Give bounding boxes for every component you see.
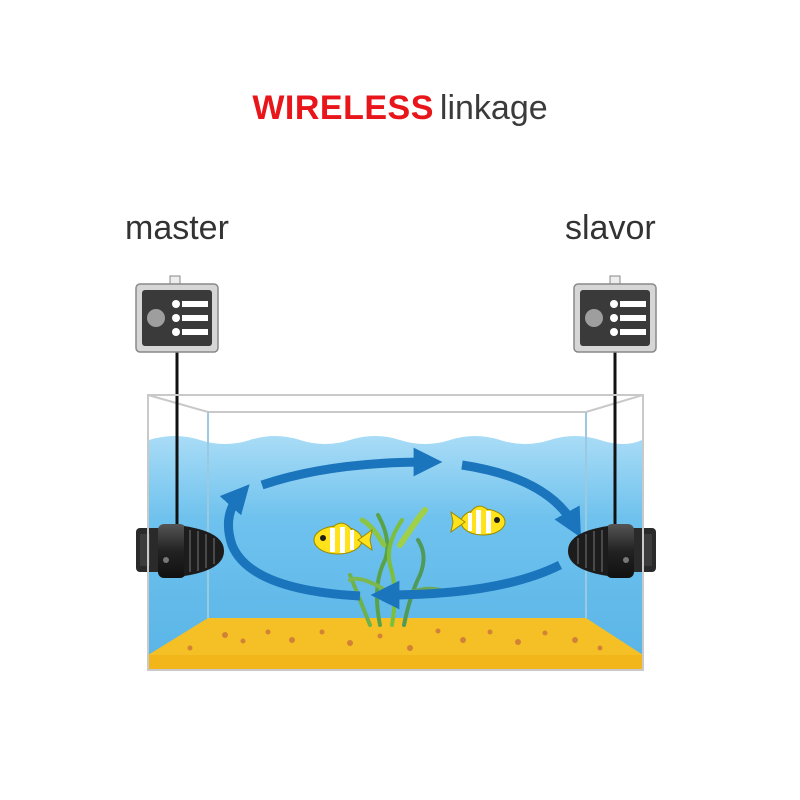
master-controller-icon xyxy=(135,275,219,353)
circular-flow-arrows-icon xyxy=(219,447,581,610)
slave-wave-pump-icon xyxy=(568,524,656,578)
fish-icon xyxy=(313,522,373,555)
flow-arrow-top-right xyxy=(461,460,581,538)
slave-controller-icon xyxy=(573,275,657,353)
water xyxy=(149,436,642,670)
flow-arrow-left xyxy=(219,484,361,601)
pebbles xyxy=(187,628,603,651)
title-highlight: WIRELESS xyxy=(252,89,434,127)
flow-arrow-bottom xyxy=(370,560,563,610)
slave-label: slavor xyxy=(565,209,656,247)
flow-arrow-top-left xyxy=(260,447,443,490)
master-label: master xyxy=(125,209,229,247)
title-rest: linkage xyxy=(439,89,548,127)
fish-icon xyxy=(450,505,506,536)
